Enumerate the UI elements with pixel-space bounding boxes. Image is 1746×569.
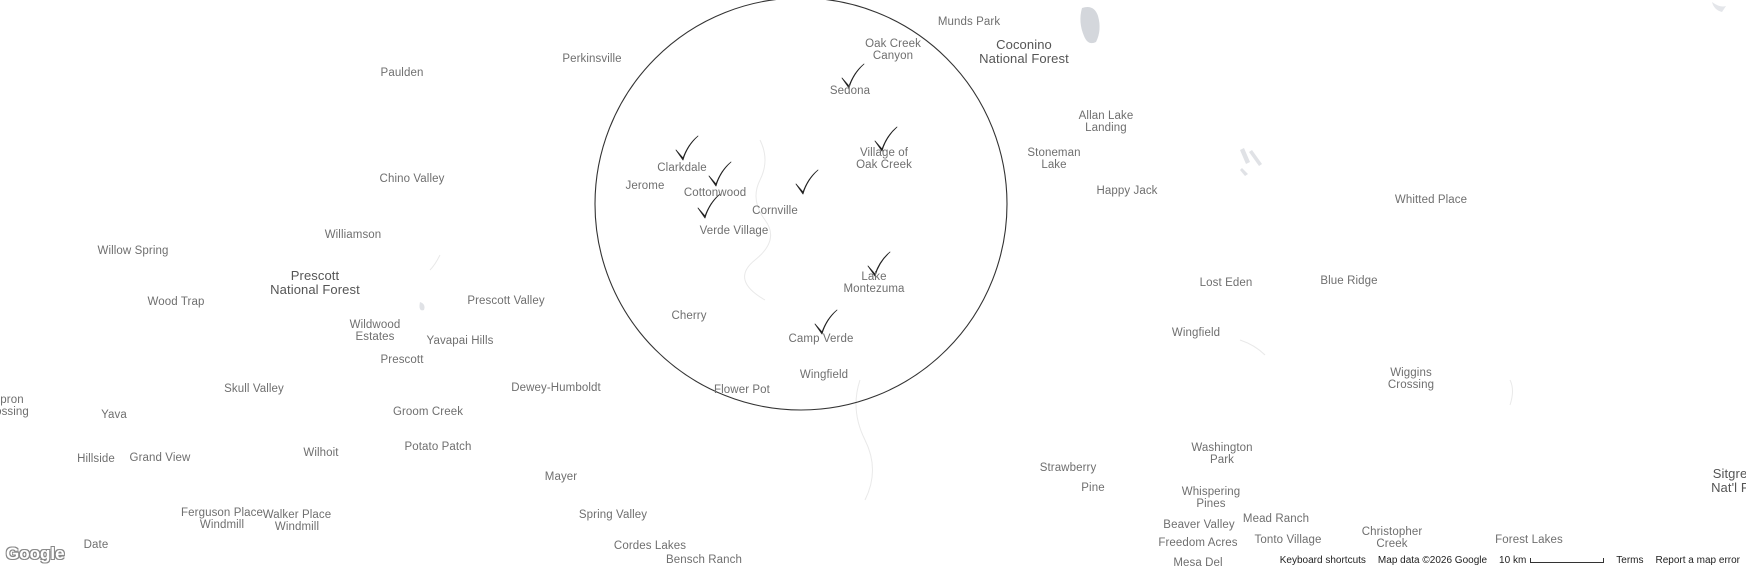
- attribution-bar: Keyboard shortcuts Map data ©2026 Google…: [1273, 554, 1746, 567]
- place-label: Willow Spring: [97, 245, 169, 257]
- place-label: Oak Creek Canyon: [865, 38, 921, 62]
- place-label: Wingfield: [799, 369, 849, 381]
- radius-circle: [594, 0, 1008, 411]
- markers-layer: [675, 63, 898, 335]
- check-mark-icon[interactable]: [697, 193, 721, 219]
- place-label: Potato Patch: [404, 441, 472, 453]
- place-label: Mesa Del: [1173, 557, 1223, 569]
- place-label: Strawberry: [1039, 462, 1097, 474]
- place-label: Washington Park: [1191, 442, 1253, 466]
- terms-link[interactable]: Terms: [1616, 555, 1644, 566]
- place-label: Wood Trap: [147, 296, 205, 308]
- terrain-lines: [429, 139, 1513, 501]
- place-label: Forest Lakes: [1495, 534, 1563, 546]
- place-label: Flower Pot: [714, 384, 770, 396]
- place-label: Wilhoit: [303, 447, 339, 459]
- map-data-text: Map data ©2026 Google: [1377, 555, 1488, 566]
- place-label: Cordes Lakes: [613, 540, 687, 552]
- place-label: Wiggins Crossing: [1387, 367, 1435, 391]
- place-label: Grand View: [129, 452, 191, 464]
- check-mark-icon[interactable]: [841, 63, 865, 89]
- check-mark-icon[interactable]: [814, 309, 838, 335]
- place-label: Stoneman Lake: [1027, 147, 1081, 171]
- google-logo: Google: [6, 544, 65, 563]
- place-label: Cornville: [752, 205, 798, 217]
- place-label: Lost Eden: [1199, 277, 1253, 289]
- place-label: Walker Place Windmill: [262, 509, 332, 533]
- check-mark-icon[interactable]: [675, 135, 699, 161]
- place-label: Yavapai Hills: [426, 335, 494, 347]
- scale-control[interactable]: 10 km: [1493, 555, 1610, 566]
- place-label: Skull Valley: [224, 383, 284, 395]
- place-label: Perkinsville: [562, 53, 622, 65]
- place-label: Mayer: [544, 471, 578, 483]
- report-map-error-link[interactable]: Report a map error: [1655, 555, 1740, 566]
- place-label: Prescott: [380, 354, 424, 366]
- check-mark-icon[interactable]: [795, 169, 819, 195]
- place-label: Chino Valley: [379, 173, 445, 185]
- place-label: Freedom Acres: [1158, 537, 1238, 549]
- place-label: Spring Valley: [578, 509, 648, 521]
- lake-water: [1712, 2, 1726, 12]
- place-label: Williamson: [324, 229, 382, 241]
- place-label: Whispering Pines: [1181, 486, 1241, 510]
- place-label: Wildwood Estates: [349, 319, 401, 343]
- place-label: Jerome: [625, 180, 665, 192]
- place-label: Ferguson Place Windmill: [181, 507, 263, 531]
- place-label: Verde Village: [699, 225, 769, 237]
- check-mark-icon[interactable]: [874, 126, 898, 152]
- place-label: Beaver Valley: [1163, 519, 1235, 531]
- place-label: Christopher Creek: [1361, 526, 1423, 550]
- scale-label: 10 km: [1499, 555, 1527, 566]
- place-label: Yava: [101, 409, 127, 421]
- place-label: Date: [83, 539, 109, 551]
- place-label: Prescott National Forest: [270, 268, 360, 297]
- check-mark-icon[interactable]: [867, 251, 891, 277]
- place-label: Lake Montezuma: [843, 271, 905, 295]
- place-label: Dewey-Humboldt: [511, 382, 601, 394]
- place-label: Happy Jack: [1096, 185, 1158, 197]
- place-label: Sitgre Nat'l F: [1711, 466, 1746, 495]
- place-label: Paulden: [380, 67, 424, 79]
- place-label: Hillside: [77, 453, 115, 465]
- place-label: Mead Ranch: [1242, 513, 1310, 525]
- lake-water: [419, 302, 425, 311]
- place-label: Pine: [1081, 482, 1105, 494]
- place-label: Coconino National Forest: [979, 37, 1069, 66]
- lake-water: [1240, 148, 1262, 176]
- place-label: Camp Verde: [788, 333, 854, 345]
- lake-water: [1080, 7, 1100, 44]
- place-label: Cottonwood: [683, 187, 747, 199]
- place-label: Village of Oak Creek: [856, 147, 912, 171]
- place-label: Sedona: [829, 85, 871, 97]
- place-label: pron ossing: [0, 394, 29, 418]
- place-label: Groom Creek: [392, 406, 464, 418]
- check-mark-icon[interactable]: [708, 161, 732, 187]
- place-label: Whitted Place: [1394, 194, 1468, 206]
- place-label: Bensch Ranch: [666, 554, 742, 566]
- place-label: Munds Park: [937, 16, 1001, 28]
- place-label: Tonto Village: [1254, 534, 1322, 546]
- place-label: Wingfield: [1171, 327, 1221, 339]
- place-label: Cherry: [671, 310, 707, 322]
- place-label: Blue Ridge: [1320, 275, 1378, 287]
- place-label: Allan Lake Landing: [1078, 110, 1134, 134]
- place-label: Prescott Valley: [467, 295, 545, 307]
- place-label: Clarkdale: [657, 162, 707, 174]
- keyboard-shortcuts-link[interactable]: Keyboard shortcuts: [1279, 555, 1366, 566]
- scale-bar: [1530, 558, 1605, 563]
